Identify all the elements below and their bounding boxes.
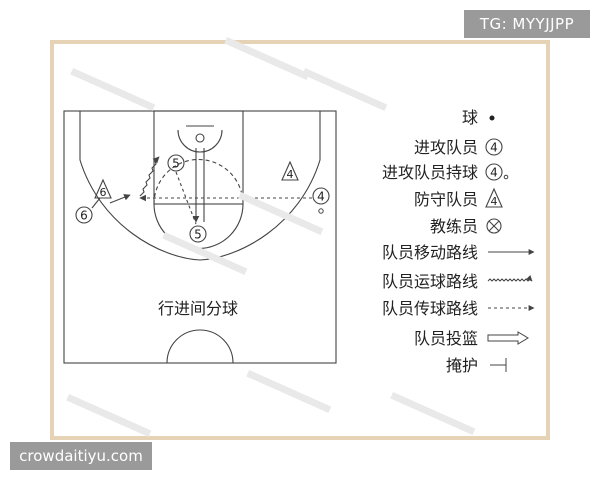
legend-row-screen: 掩护 bbox=[446, 356, 507, 375]
rim bbox=[195, 133, 205, 143]
player-post-0-number: 5 bbox=[172, 157, 180, 171]
background-watermark bbox=[66, 36, 476, 437]
legend-row-shot-arrow: 队员投篮 bbox=[414, 329, 529, 348]
legend-row-move-line: 队员移动路线 bbox=[382, 243, 535, 262]
player-left-corner-6: 6 bbox=[75, 206, 93, 224]
legend-defender-icon-number: 4 bbox=[491, 195, 498, 208]
legend-shot-icon bbox=[487, 331, 529, 345]
player-right-wing-4-number: 4 bbox=[317, 190, 325, 204]
legend-label-coach: 教练员 bbox=[430, 217, 478, 236]
player-paint-1: 5 bbox=[189, 225, 207, 243]
legend-label-screen: 掩护 bbox=[446, 356, 478, 375]
legend-row-attacker: 进攻队员 4 bbox=[414, 138, 503, 157]
player-left-wing-5-number: 6 bbox=[100, 186, 107, 199]
legend-label-dribble-line: 队员运球路线 bbox=[382, 272, 478, 291]
center-circle bbox=[166, 329, 234, 364]
legend-label-move-line: 队员移动路线 bbox=[382, 243, 478, 262]
free-throw-circle-upper bbox=[153, 158, 244, 205]
player-right-wing-4: 4 bbox=[312, 187, 330, 205]
player-right-wing-3-number: 4 bbox=[287, 168, 294, 181]
corner-tail bbox=[91, 197, 101, 209]
ball-marker bbox=[318, 208, 324, 214]
legend-attacker-icon: 4 bbox=[485, 138, 503, 156]
legend-label-ball: 球 bbox=[462, 108, 478, 127]
player-post-0: 5 bbox=[167, 154, 185, 172]
player-paint-1-number: 5 bbox=[194, 228, 202, 242]
legend-row-ball: 球 bbox=[462, 108, 495, 127]
legend-attacker-ball-icon-number: 4 bbox=[490, 166, 498, 180]
restricted-arc bbox=[177, 129, 223, 153]
legend-ball-icon bbox=[489, 115, 495, 121]
legend-row-attacker-with-ball: 进攻队员持球 4 bbox=[382, 163, 509, 182]
telegram-tag: TG: MYYJJPP bbox=[464, 10, 590, 38]
play-lines bbox=[109, 148, 312, 225]
legend-attacker-icon-number: 4 bbox=[490, 141, 498, 155]
legend-label-pass-line: 队员传球路线 bbox=[382, 299, 478, 318]
legend-defender-icon: 4 bbox=[485, 187, 503, 208]
picture-frame bbox=[50, 40, 550, 440]
legend-label-shot-arrow: 队员投篮 bbox=[414, 329, 478, 348]
dribble-line bbox=[139, 156, 160, 197]
player-left-wing-5: 6 bbox=[94, 178, 112, 199]
legend-row-coach: 教练员 bbox=[430, 217, 502, 236]
legend-coach-icon bbox=[486, 218, 502, 234]
legend-label-attacker-with-ball: 进攻队员持球 bbox=[382, 163, 478, 182]
legend-label-defender: 防守队员 bbox=[414, 190, 478, 209]
legend-row-pass-line: 队员传球路线 bbox=[382, 299, 535, 318]
court-title: 行进间分球 bbox=[158, 299, 238, 318]
legend-attacker-ball-icon: 4 bbox=[485, 163, 509, 181]
legend-row-defender: 防守队员 4 bbox=[414, 187, 503, 209]
three-point-line bbox=[79, 111, 321, 261]
move-line-wing bbox=[109, 194, 131, 204]
player-right-wing-3: 4 bbox=[281, 160, 299, 181]
site-tag: crowdaitiyu.com bbox=[10, 442, 152, 470]
half-court bbox=[63, 110, 337, 364]
player-left-corner-6-number: 6 bbox=[80, 209, 88, 223]
legend-dribble-line-icon bbox=[487, 275, 533, 282]
legend-row-dribble-line: 队员运球路线 bbox=[382, 272, 533, 291]
players: 5 5 4 4 66 bbox=[75, 154, 330, 243]
legend-label-attacker: 进攻队员 bbox=[414, 138, 478, 157]
